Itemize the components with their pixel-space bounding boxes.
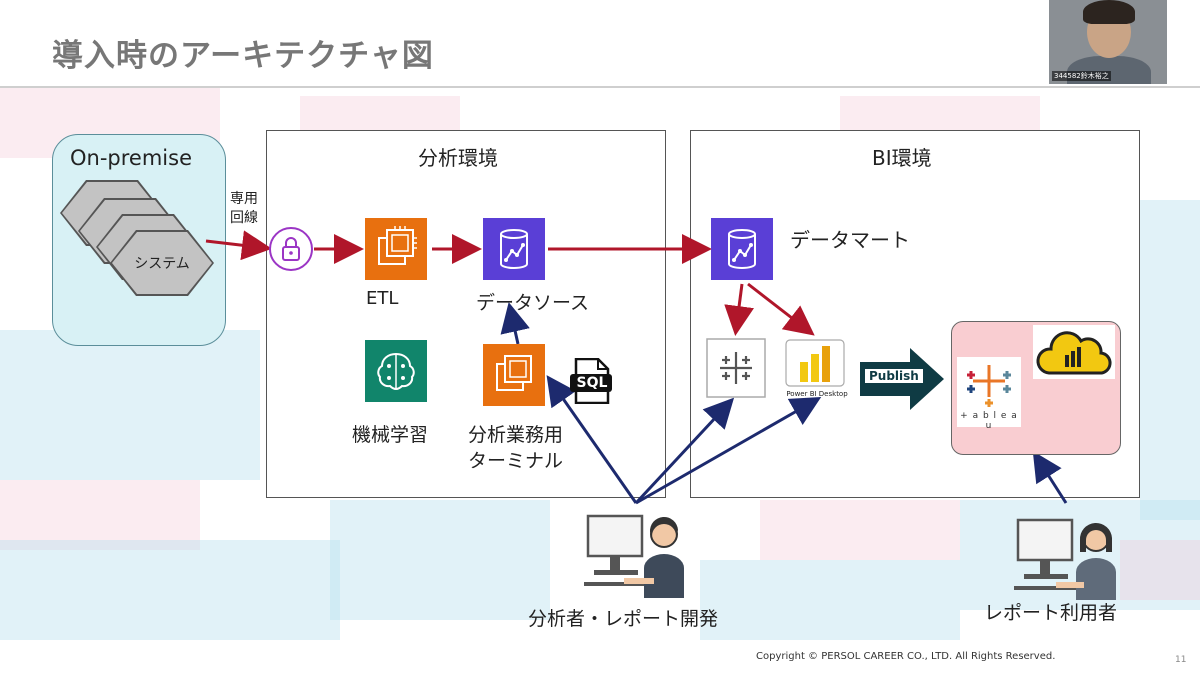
- webcam-name-label: 344582鈴木裕之: [1052, 71, 1111, 81]
- data-source-label: データソース: [476, 292, 590, 314]
- blue-flow-arrows: [500, 302, 1068, 505]
- datamart-database-icon: [711, 218, 773, 280]
- report-user-person-icon: [1014, 512, 1124, 606]
- brain-icon: [365, 340, 427, 402]
- etl-compute-icon: [365, 218, 427, 280]
- analysis-terminal-icon: [483, 344, 545, 406]
- datamart-label: データマート: [790, 228, 910, 252]
- dedicated-line-label: 専用 回線: [230, 191, 258, 226]
- lock-icon: [268, 226, 314, 276]
- onpremise-label: On-premise: [70, 146, 192, 170]
- sql-file-icon: SQL: [570, 357, 614, 408]
- sql-file-text: SQL: [576, 375, 608, 391]
- bi-environment-label: BI環境: [872, 146, 932, 170]
- machine-learning-label: 機械学習: [352, 424, 429, 446]
- analysis-environment-box: [266, 130, 666, 498]
- analyst-label: 分析者・レポート開発: [528, 608, 719, 630]
- page-number: 11: [1175, 655, 1187, 665]
- powerbi-desktop-icon: Power BI Desktop: [782, 338, 848, 398]
- webcam-thumbnail[interactable]: 344582鈴木裕之: [1049, 0, 1167, 84]
- copyright-text: Copyright © PERSOL CAREER CO., LTD. All …: [756, 651, 1056, 662]
- publish-label: Publish: [864, 368, 924, 384]
- powerbi-desktop-label: Power BI Desktop: [786, 390, 848, 398]
- analyst-person-icon: [584, 508, 694, 604]
- title-divider: [0, 86, 1200, 88]
- tableau-wordmark: + a b l e a u: [960, 411, 1018, 431]
- powerbi-service-cloud-icon: [1033, 325, 1115, 383]
- analysis-terminal-label: 分析業務用 ターミナル: [468, 424, 564, 472]
- red-flow-arrows: [205, 230, 815, 336]
- etl-label: ETL: [366, 288, 399, 309]
- tableau-desktop-icon: [706, 338, 766, 402]
- analysis-environment-label: 分析環境: [418, 146, 498, 170]
- report-user-label: レポート利用者: [984, 602, 1118, 624]
- publish-arrow: Publish: [860, 348, 944, 414]
- tableau-server-icon: + a b l e a u: [957, 357, 1021, 431]
- slide-title: 導入時のアーキテクチャ図: [52, 38, 434, 74]
- data-source-database-icon: [483, 218, 545, 280]
- system-hexagon: システム: [110, 230, 214, 296]
